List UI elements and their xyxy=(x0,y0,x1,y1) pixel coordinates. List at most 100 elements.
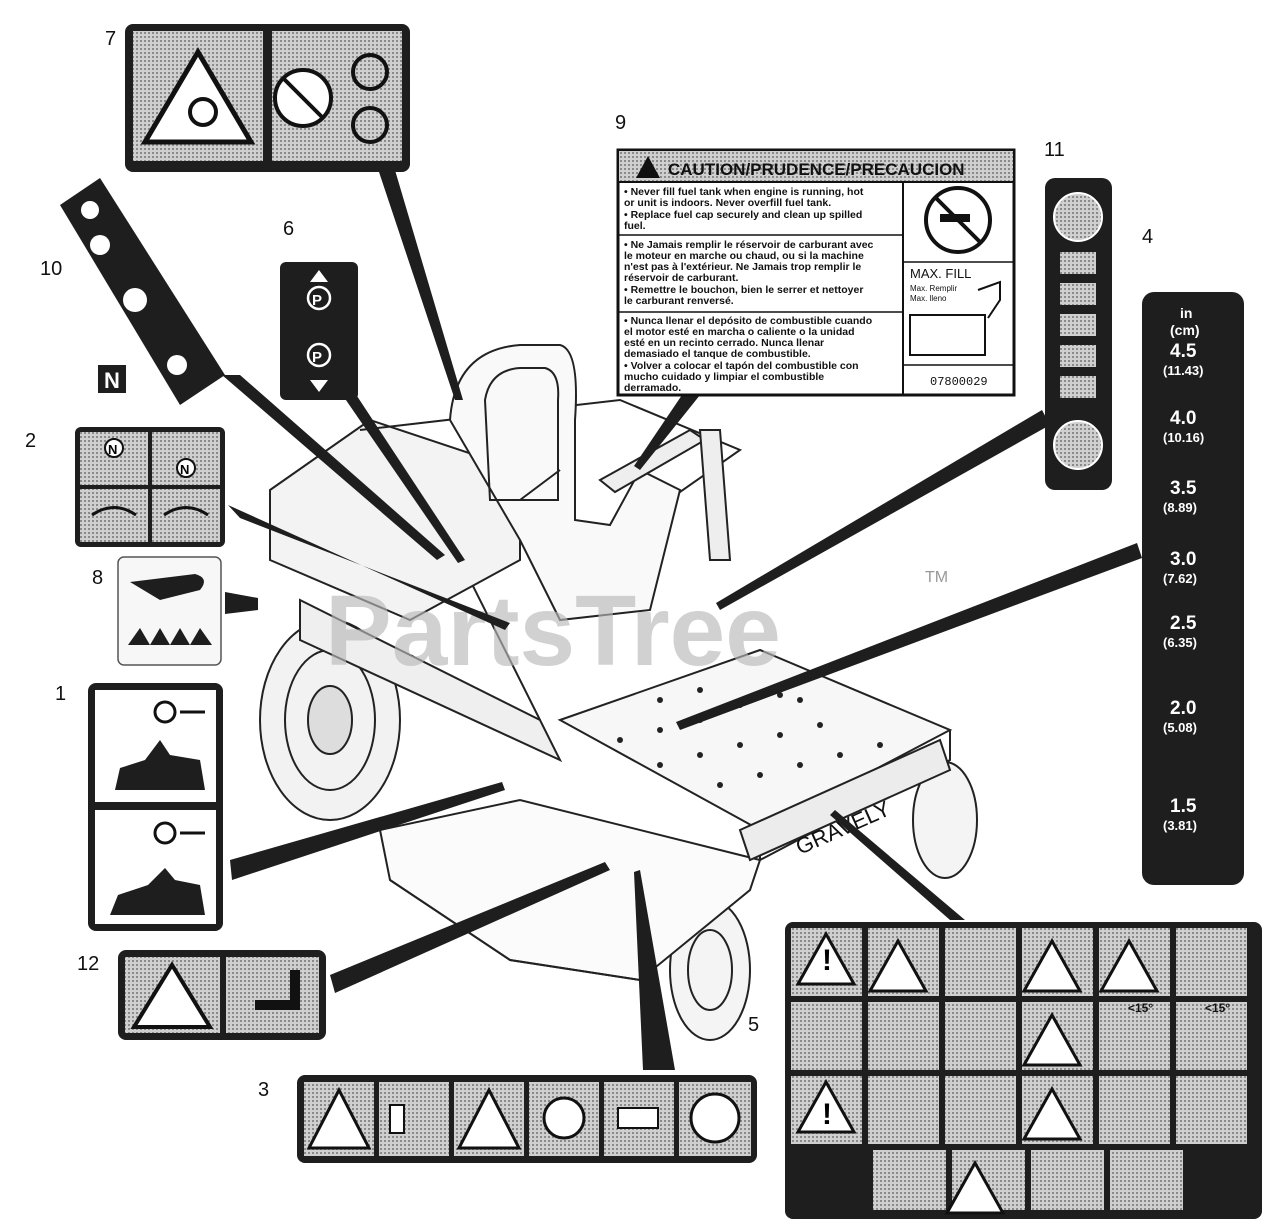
callout-10: 10 xyxy=(40,258,62,280)
decal-6: P P xyxy=(280,262,358,400)
caution-en-4: fuel. xyxy=(624,220,646,232)
gauge-cm-5: (5.08) xyxy=(1163,720,1197,735)
caution-es-3: esté en un recinto cerrado. Nunca llenar xyxy=(624,337,824,349)
gauge-cm-1: (10.16) xyxy=(1163,430,1204,445)
decal5-cell-14 xyxy=(945,1076,1016,1144)
decal-9: CAUTION/PRUDENCE/PRECAUCION • Never fill… xyxy=(616,148,1016,397)
foot-guard-icon xyxy=(255,970,300,1010)
caution-fr-6: le carburant renversé. xyxy=(624,295,734,307)
decal5-cell-13 xyxy=(868,1076,939,1144)
hand-entanglement-icon xyxy=(188,97,218,127)
watermark-text: PartsTree xyxy=(325,575,781,687)
warning-triangle-icon xyxy=(944,1159,1006,1215)
gauge-cm-0: (11.43) xyxy=(1163,363,1203,378)
decal5-cell-11 xyxy=(1176,1002,1247,1070)
turtle-icon xyxy=(167,355,187,375)
no-smoking-icon xyxy=(924,186,992,254)
fast-indicator-icon xyxy=(1053,192,1103,242)
warning-triangle-icon xyxy=(456,1086,522,1150)
caution-fr-5: • Remettre le bouchon, bien le serrer et… xyxy=(624,284,863,296)
decal-10 xyxy=(60,178,225,405)
gauge-cm-2: (8.89) xyxy=(1163,500,1197,515)
slope-limit-a: <15° xyxy=(1128,1001,1153,1015)
decal-1 xyxy=(88,683,223,931)
gauge-inch-5: 2.0 xyxy=(1170,698,1196,719)
gauge-unit-in: in xyxy=(1180,305,1192,321)
caution-es-4: demasiado el tanque de combustible. xyxy=(624,348,811,360)
parking-label-top: P xyxy=(312,292,322,309)
decal5-cell-20 xyxy=(1031,1150,1104,1210)
gauge-inch-0: 4.5 xyxy=(1170,341,1197,362)
caution-en-3: • Replace fuel cap securely and clean up… xyxy=(624,209,862,221)
callout-3: 3 xyxy=(258,1079,269,1101)
leader-lines xyxy=(222,160,1142,1070)
warning-triangle-icon xyxy=(867,937,929,993)
caution-en-1: • Never fill fuel tank when engine is ru… xyxy=(624,186,864,198)
neutral-letter-b: N xyxy=(180,462,189,477)
hand-icon xyxy=(130,574,204,600)
decal-2: N N xyxy=(75,427,225,547)
callout-1: 1 xyxy=(55,683,66,705)
lever-icon xyxy=(91,506,137,517)
callout-5: 5 xyxy=(748,1014,759,1036)
warn-exclamation-1: ! xyxy=(822,944,832,977)
warning-triangle-icon xyxy=(140,47,256,145)
callout-6: 6 xyxy=(283,218,294,240)
caution-en-2: or unit is indoors. Never overfill fuel … xyxy=(624,197,831,209)
watermark-tm: TM xyxy=(925,569,948,586)
gauge-unit-cm: (cm) xyxy=(1170,322,1200,338)
decal-4: in (cm) 4.5(11.43)4.0(10.16)3.5(8.89)3.0… xyxy=(1142,292,1244,885)
gauge-cm-6: (3.81) xyxy=(1163,818,1197,833)
decal5-cell-21 xyxy=(1110,1150,1183,1210)
decal5-cell-5 xyxy=(1176,928,1247,996)
warning-triangle-icon xyxy=(795,930,857,986)
decal5-cell-7 xyxy=(868,1002,939,1070)
caution-part-number: 07800029 xyxy=(930,375,988,389)
caution-es-2: el motor esté en marcha o caliente o la … xyxy=(624,326,854,338)
decal5-cell-2 xyxy=(945,928,1016,996)
choke-icon xyxy=(90,235,110,255)
lever-icon xyxy=(163,506,209,517)
decal5-cell-6 xyxy=(791,1002,862,1070)
warning-triangle-icon xyxy=(1021,1085,1083,1141)
neutral-letter-a: N xyxy=(108,442,117,457)
caution-es-5: • Volver a colocar el tapón del combusti… xyxy=(624,360,859,372)
warning-triangle-icon xyxy=(130,961,214,1029)
caution-fr-4: réservoir de carburant. xyxy=(624,272,738,284)
warning-triangle-icon xyxy=(306,1086,372,1150)
callout-12: 12 xyxy=(77,953,99,975)
callout-7: 7 xyxy=(105,28,116,50)
decal5-cell-8 xyxy=(945,1002,1016,1070)
decal-7 xyxy=(125,24,410,172)
arrow-up-icon xyxy=(310,270,328,282)
slow-indicator-icon xyxy=(1053,420,1103,470)
warning-triangle-icon xyxy=(1021,937,1083,993)
caution-fr-2: le moteur en marche ou chaud, ou si la m… xyxy=(624,250,864,262)
warning-triangle-icon xyxy=(795,1078,857,1134)
decal5-cell-10 xyxy=(1099,1002,1170,1070)
caution-fr-1: • Ne Jamais remplir le réservoir de carb… xyxy=(624,239,874,251)
decal-12 xyxy=(118,950,326,1040)
decal5-cell-17 xyxy=(1176,1076,1247,1144)
callout-2: 2 xyxy=(25,430,36,452)
caution-es-6: mucho cuidado y limpiar el combustible xyxy=(624,371,824,383)
callout-9: 9 xyxy=(615,112,626,134)
gauge-cm-3: (7.62) xyxy=(1163,571,1197,586)
max-fill-es: Max. lleno xyxy=(910,294,947,303)
gauge-cm-4: (6.35) xyxy=(1163,635,1197,650)
remove-key-icon xyxy=(617,1107,659,1129)
hearing-protection-icon xyxy=(689,1092,741,1144)
caution-triangle-icon xyxy=(636,156,660,178)
fuel-tank-icon xyxy=(909,314,986,356)
blade-icon xyxy=(128,628,212,645)
gauge-inch-2: 3.5 xyxy=(1170,478,1197,499)
manual-icon xyxy=(389,1104,405,1134)
decal-8 xyxy=(117,556,222,666)
rotating-blade-icon xyxy=(351,53,389,91)
parking-label-bottom: P xyxy=(312,349,322,366)
rabbit-icon xyxy=(81,201,99,219)
callout-11: 11 xyxy=(1044,139,1065,161)
warn-exclamation-2: ! xyxy=(822,1098,832,1131)
caution-title: CAUTION/PRUDENCE/PRECAUCION xyxy=(668,160,965,179)
